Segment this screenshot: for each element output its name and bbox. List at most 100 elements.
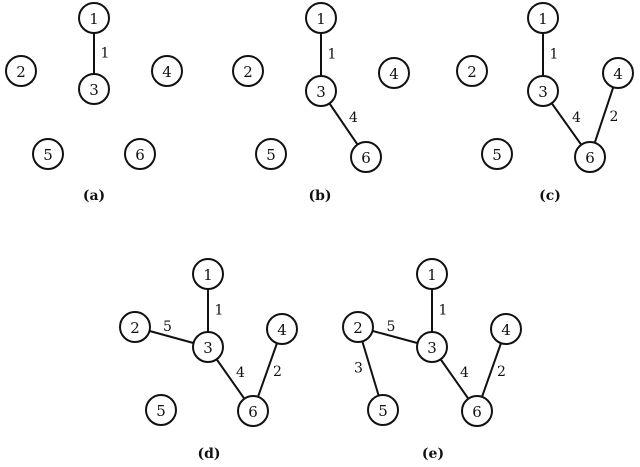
edge-weight-label: 1: [439, 303, 448, 319]
node-4: 4: [602, 57, 634, 89]
node-circle: [78, 73, 110, 105]
node-4: 4: [266, 313, 298, 345]
node-label: 4: [389, 65, 399, 83]
edge-weight-label: 3: [354, 361, 363, 377]
node-6: 6: [124, 138, 156, 170]
node-circle: [602, 57, 634, 89]
node-6: 6: [237, 395, 269, 427]
node-2: 2: [232, 55, 264, 87]
node-label: 5: [266, 146, 276, 164]
node-circle: [416, 258, 448, 290]
node-3: 3: [78, 73, 110, 105]
node-label: 4: [162, 63, 172, 81]
node-circle: [78, 2, 110, 34]
node-circle: [342, 311, 374, 343]
node-label: 2: [16, 63, 26, 81]
node-label: 1: [427, 266, 437, 284]
node-circle: [416, 331, 448, 363]
edge-weight-label: 1: [101, 46, 110, 62]
node-1: 1: [527, 2, 559, 34]
node-label: 5: [43, 146, 53, 164]
node-label: 2: [243, 63, 253, 81]
edge-weight-label: 1: [328, 47, 337, 63]
node-circle: [232, 55, 264, 87]
edge-weight-label: 5: [387, 319, 396, 335]
node-label: 4: [613, 65, 623, 83]
edge-weight-label: 4: [460, 365, 469, 381]
panel-caption: (a): [83, 188, 105, 204]
panel-caption: (e): [422, 446, 444, 462]
panel-b: 1 4 1 2 3 4 5 6 (b): [232, 2, 410, 204]
node-circle: [305, 2, 337, 34]
node-label: 1: [538, 10, 548, 28]
node-1: 1: [305, 2, 337, 34]
node-5: 5: [32, 138, 64, 170]
node-label: 3: [203, 339, 213, 357]
node-circle: [237, 395, 269, 427]
node-circle: [350, 141, 382, 173]
node-label: 2: [467, 63, 477, 81]
node-circle: [574, 141, 606, 173]
node-circle: [456, 55, 488, 87]
edge-weight-label: 2: [610, 109, 619, 125]
node-5: 5: [367, 394, 399, 426]
node-circle: [305, 75, 337, 107]
edge-weight-label: 2: [273, 364, 282, 380]
node-1: 1: [416, 258, 448, 290]
node-circle: [461, 395, 493, 427]
node-label: 4: [501, 321, 511, 339]
node-label: 5: [492, 146, 502, 164]
node-label: 3: [89, 81, 99, 99]
node-1: 1: [192, 258, 224, 290]
panel-caption: (b): [308, 188, 331, 204]
node-label: 5: [378, 402, 388, 420]
node-4: 4: [378, 57, 410, 89]
node-circle: [367, 394, 399, 426]
node-label: 3: [427, 339, 437, 357]
edge-weight-label: 1: [550, 47, 559, 63]
node-label: 1: [203, 266, 213, 284]
node-4: 4: [490, 313, 522, 345]
node-3: 3: [305, 75, 337, 107]
edge-weight-label: 5: [163, 319, 172, 335]
node-label: 6: [135, 146, 145, 164]
node-label: 6: [472, 403, 482, 421]
node-circle: [490, 313, 522, 345]
node-circle: [145, 394, 177, 426]
node-label: 2: [130, 319, 140, 337]
node-2: 2: [456, 55, 488, 87]
node-2: 2: [119, 311, 151, 343]
node-label: 1: [89, 10, 99, 28]
node-6: 6: [350, 141, 382, 173]
node-label: 4: [277, 321, 287, 339]
node-2: 2: [5, 55, 37, 87]
panel-caption: (c): [539, 188, 561, 204]
node-5: 5: [481, 138, 513, 170]
node-3: 3: [192, 331, 224, 363]
panel-c: 1 4 2 1 2 3 4 5 6 (c): [456, 2, 634, 204]
panel-e: 1 5 3 4 2 1 2 3 4 5 6 (e): [342, 258, 522, 462]
node-label: 6: [585, 149, 595, 167]
node-1: 1: [78, 2, 110, 34]
node-label: 3: [316, 83, 326, 101]
node-label: 6: [248, 403, 258, 421]
node-circle: [378, 57, 410, 89]
node-circle: [5, 55, 37, 87]
edge-weight-label: 4: [349, 110, 358, 126]
node-circle: [527, 75, 559, 107]
node-circle: [255, 138, 287, 170]
node-5: 5: [145, 394, 177, 426]
node-label: 6: [361, 149, 371, 167]
node-label: 3: [538, 83, 548, 101]
node-label: 5: [156, 402, 166, 420]
edge-weight-label: 4: [572, 110, 581, 126]
node-circle: [192, 258, 224, 290]
node-circle: [266, 313, 298, 345]
node-6: 6: [574, 141, 606, 173]
edge-weight-label: 2: [497, 364, 506, 380]
node-circle: [481, 138, 513, 170]
node-label: 2: [353, 319, 363, 337]
node-3: 3: [416, 331, 448, 363]
